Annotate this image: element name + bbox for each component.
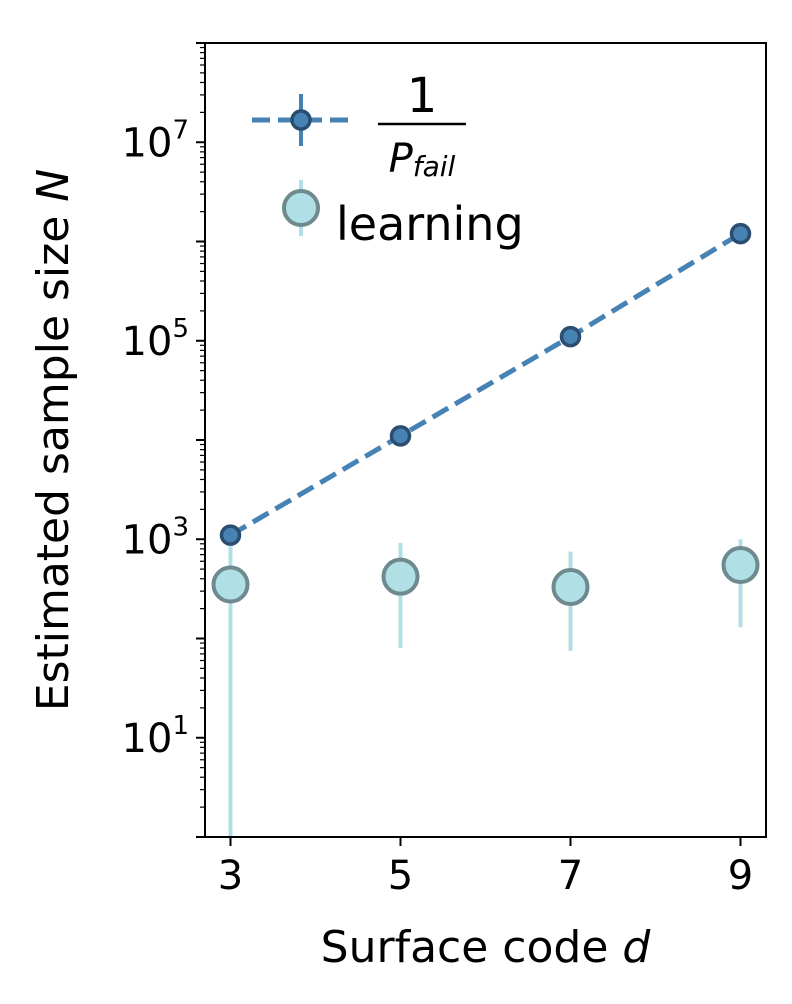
pfail-point: [729, 222, 752, 245]
axes-frame: [204, 42, 767, 838]
legend-learning-label: learning: [336, 197, 524, 251]
learning-point: [381, 557, 420, 596]
legend-pfail-denominator: Pfail: [389, 136, 456, 183]
pfail-point: [559, 325, 582, 348]
y-tick-label: 107: [122, 115, 189, 166]
legend-pfail-marker: [290, 109, 312, 131]
x-tick-label: 5: [388, 853, 413, 899]
y-tick-label: 101: [122, 711, 189, 762]
y-tick-label: 105: [122, 314, 189, 365]
legend-learning-marker: [282, 189, 320, 227]
plot-area: [211, 222, 760, 837]
y-axis-label: Estimated sample size N: [28, 169, 79, 711]
x-axis-label: Surface code d: [321, 922, 652, 973]
learning-point: [551, 568, 590, 607]
learning-point: [211, 565, 250, 604]
learning-point: [721, 546, 760, 585]
pfail-point: [219, 524, 242, 546]
legend-pfail-numerator: 1: [407, 68, 438, 124]
pfail-point: [389, 425, 412, 447]
y-tick-label: 103: [122, 512, 189, 563]
x-tick-label: 3: [218, 853, 243, 899]
x-tick-label: 7: [558, 853, 583, 899]
axes: 3 5 7 9 101 103 105 107: [122, 42, 767, 899]
x-tick-label: 9: [728, 853, 753, 899]
pfail-series-line: [229, 231, 742, 538]
